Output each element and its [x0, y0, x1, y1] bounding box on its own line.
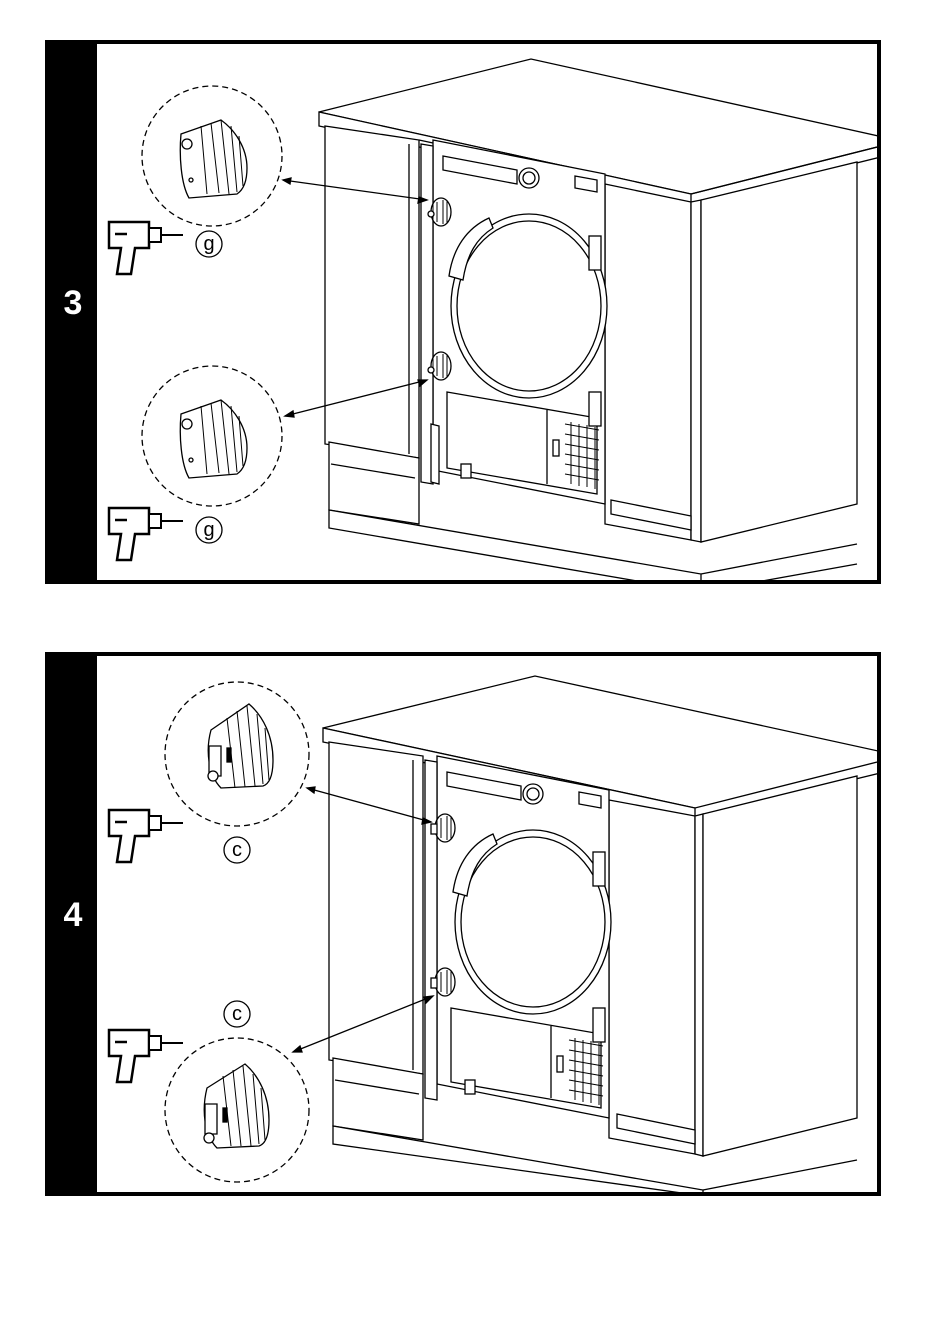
step-number: 3: [49, 284, 97, 323]
drill-icon: [109, 1030, 183, 1082]
step-number-bar: 4: [49, 656, 97, 1192]
step-3-panel: 3: [45, 40, 881, 584]
callout-label-bottom: g: [203, 519, 214, 541]
side-panel: [425, 760, 437, 1100]
step-number-bar: 3: [49, 44, 97, 580]
left-cabinet: [329, 742, 423, 1140]
tumble-dryer: [437, 756, 611, 1118]
detail-circle-lower: [142, 366, 282, 506]
installation-illustration: g g: [97, 44, 877, 580]
right-cabinet: [609, 776, 857, 1156]
callout-label-top: g: [203, 233, 214, 255]
detail-circle-lower: [165, 1038, 309, 1182]
step-number: 4: [49, 896, 97, 935]
drill-icon: [109, 810, 183, 862]
installation-illustration: c c: [97, 656, 877, 1192]
callout-label-top: c: [232, 839, 242, 861]
drill-icon: [109, 508, 183, 560]
tumble-dryer: [433, 140, 607, 504]
detail-circle-upper: [142, 86, 282, 226]
drill-icon: [109, 222, 183, 274]
callout-label-bottom: c: [232, 1003, 242, 1025]
right-cabinet: [605, 162, 857, 542]
step-4-panel: 4: [45, 652, 881, 1196]
detail-circle-upper: [165, 682, 309, 826]
